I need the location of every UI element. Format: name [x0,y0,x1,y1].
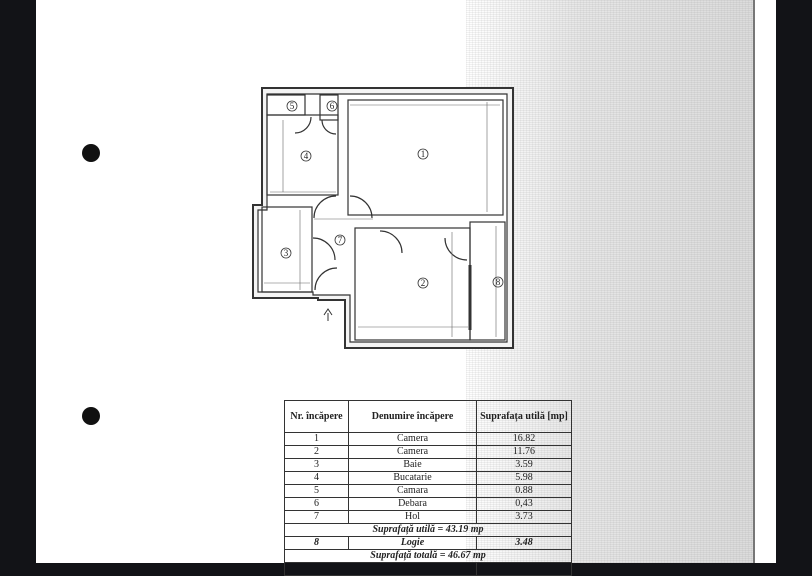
header-nr: Nr. încăpere [284,400,349,433]
room-label: 8 [492,276,504,288]
svg-text:5: 5 [290,101,295,111]
door-arc [314,267,338,291]
svg-text:1: 1 [421,149,426,159]
door-arc [321,119,337,135]
room-5 [266,94,306,116]
svg-text:4: 4 [304,151,309,161]
room-label: 3 [280,247,292,259]
page-edge [753,0,755,563]
grand-total: Suprafață totală = 46.67 mp [284,549,572,563]
room-3 [261,206,313,293]
floor-plan: 1 2 3 4 5 6 7 8 [252,87,514,349]
door-arc [312,237,336,261]
room-label: 2 [417,277,429,289]
door-arc [349,195,373,219]
svg-text:2: 2 [421,278,426,288]
punch-hole [82,144,100,162]
punch-hole [82,407,100,425]
room-label: 4 [300,150,312,162]
room-6 [319,94,339,121]
entrance-arrow-icon [323,308,333,321]
svg-text:7: 7 [338,235,343,245]
room-label: 1 [417,148,429,160]
header-area: Suprafața utilă [mp] [476,400,572,433]
door-arc [313,195,337,219]
room-label: 5 [286,100,298,112]
inner-area [257,93,508,343]
svg-text:6: 6 [330,101,335,111]
door-arc [444,237,468,261]
door-arc [379,230,403,254]
room-areas-table: Nr. încăpere Denumire încăpere Suprafața… [284,400,572,576]
room-1 [347,99,504,216]
door-arc [294,116,312,134]
header-name: Denumire încăpere [348,400,477,433]
useful-area-total: Suprafață utilă = 43.19 mp [284,523,572,537]
svg-text:8: 8 [496,277,501,287]
room-label: 7 [334,234,346,246]
svg-text:3: 3 [284,248,289,258]
room-label: 6 [326,100,338,112]
